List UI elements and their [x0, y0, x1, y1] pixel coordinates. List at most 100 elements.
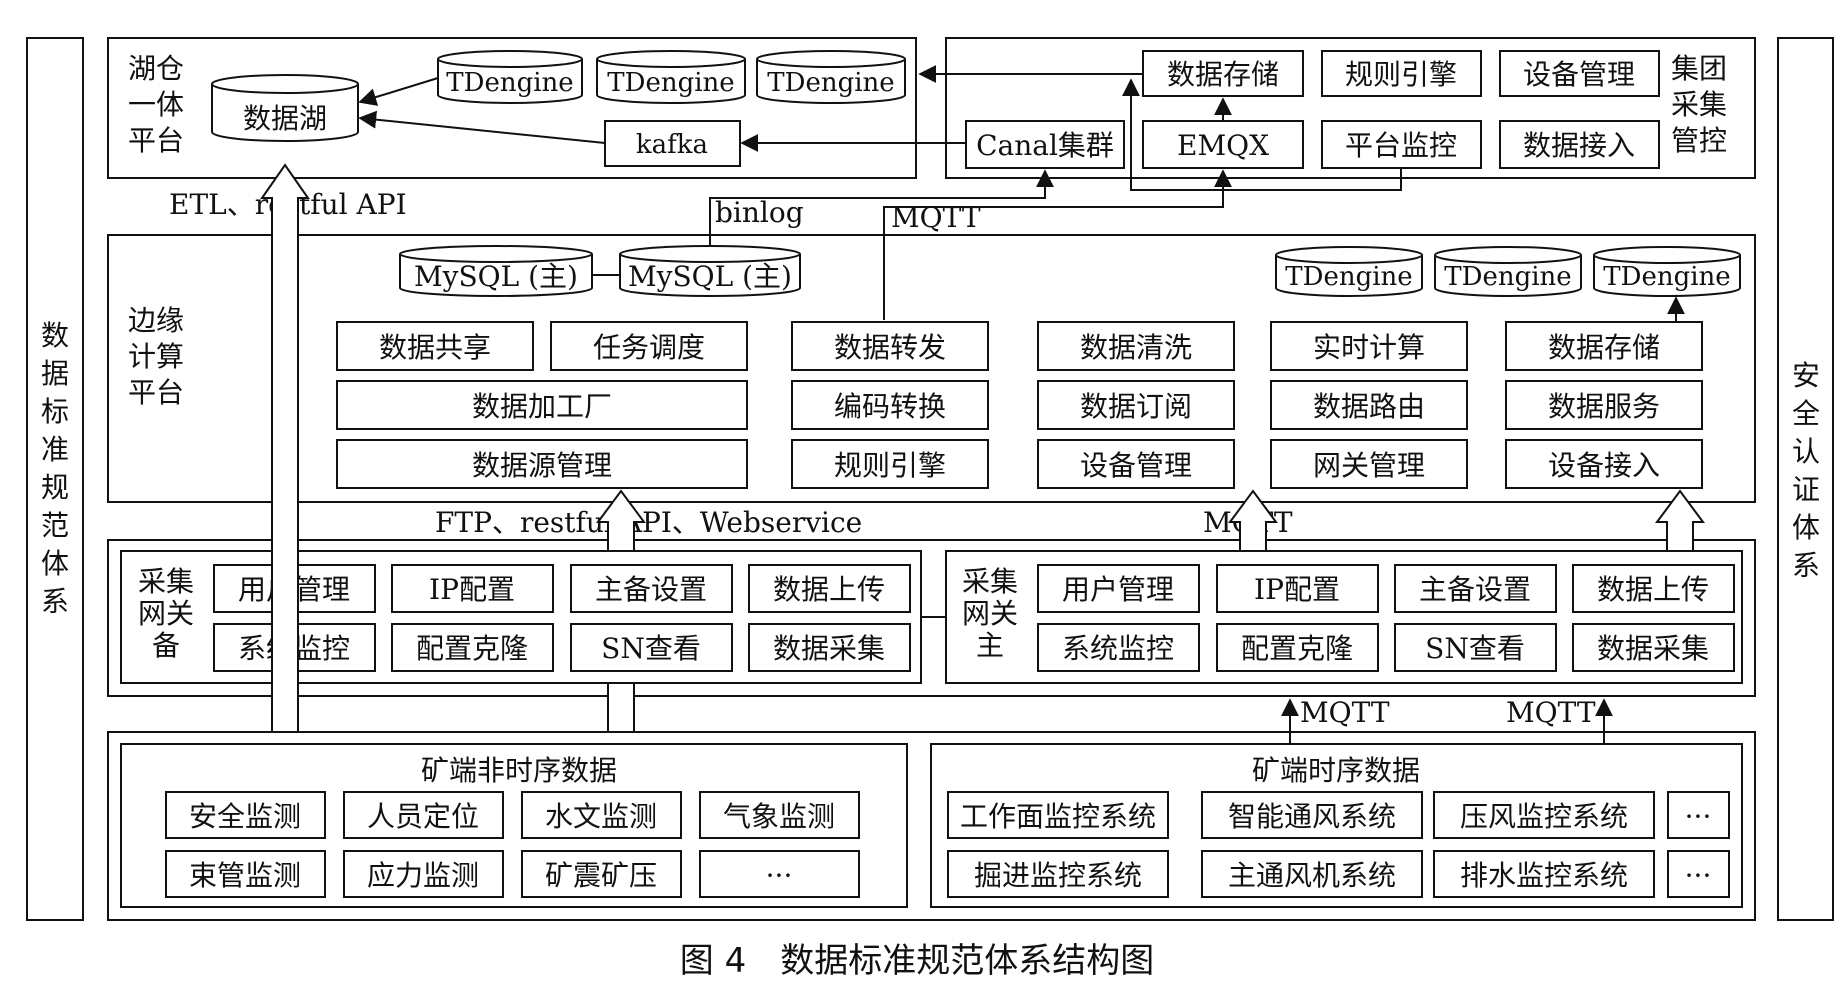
svg-text:数据存储: 数据存储 [1548, 331, 1660, 364]
figure-caption: 图 4 数据标准规范体系结构图 [680, 941, 1154, 981]
svg-text:设备接入: 设备接入 [1548, 449, 1660, 482]
lakehouse-label: 湖仓一体平台 [128, 52, 184, 157]
standards-band-label: 数据标准规范体系 [41, 319, 69, 618]
group-storage-box [1142, 50, 1304, 97]
lakehouse-container [107, 37, 917, 179]
group-platform-container [945, 37, 1756, 179]
svg-text:TDengine: TDengine [607, 68, 734, 98]
group-platform-label: 集团采集管控 [1671, 52, 1727, 157]
svg-text:TDengine: TDengine [1603, 262, 1730, 292]
gateway-row-container [107, 539, 1756, 697]
gw-main-sys-monitor [1037, 623, 1200, 672]
svg-text:数据路由: 数据路由 [1313, 390, 1425, 423]
gw-backup-data-collect [748, 623, 911, 672]
svg-text:SN查看: SN查看 [601, 632, 701, 665]
edge-module-device-access [1505, 439, 1703, 489]
block-arrow-nonts-to-gateway [607, 682, 635, 733]
svg-text:数据订阅: 数据订阅 [1080, 390, 1192, 423]
svg-text:SN查看: SN查看 [1425, 632, 1525, 665]
svg-text:平台监控: 平台监控 [1345, 129, 1457, 162]
kafka-label: kafka [636, 130, 708, 160]
svg-text:数据上传: 数据上传 [1597, 573, 1709, 606]
edge-tdengine-3: TDengine [1593, 246, 1741, 297]
gw-backup-ha-setting [570, 564, 733, 613]
svg-text:用户管理: 用户管理 [1062, 573, 1174, 606]
arrow-tdengine-to-lake [358, 77, 439, 106]
svg-text:TDengine: TDengine [1444, 262, 1571, 292]
group-device-mgmt-box [1499, 50, 1660, 97]
gw-main-ha-setting [1394, 564, 1557, 613]
lakehouse-label-text: 湖仓一体平台 [128, 52, 184, 157]
svg-text:掘进监控系统: 掘进监控系统 [974, 859, 1142, 892]
non-ts-personnel [343, 791, 504, 839]
non-ts-safety [165, 791, 326, 839]
data-lake-label: 数据湖 [243, 102, 327, 135]
ts-tunneling [947, 850, 1169, 898]
edge-tdengine-2: TDengine [1434, 246, 1582, 297]
gateway-backup-label: 采集网关备 [138, 565, 194, 662]
edge-module-rule-engine [791, 439, 989, 489]
gw-main-config-clone [1216, 623, 1379, 672]
svg-text:设备管理: 设备管理 [1080, 449, 1192, 482]
arrow-kafka-to-lake [358, 110, 606, 144]
lakehouse-tdengine-3: TDengine [756, 50, 906, 104]
lakehouse-tdengine-2: TDengine [596, 50, 746, 104]
gw-main-sn-view [1394, 623, 1557, 672]
edge-module-device-mgmt [1037, 439, 1235, 489]
edge-module-data-forward [791, 321, 989, 371]
svg-text:主通风机系统: 主通风机系统 [1228, 859, 1396, 892]
ts-more-2 [1667, 850, 1730, 898]
lakehouse-tdengine-1: TDengine [437, 50, 583, 104]
edge-module-data-cleaning [1037, 321, 1235, 371]
edge-module-source-mgmt [336, 439, 748, 489]
edge-module-realtime-compute [1270, 321, 1468, 371]
gateway-main-label: 采集网关主 [962, 565, 1018, 662]
gw-backup-label-text: 采集网关备 [138, 565, 194, 662]
group-rule-engine-box [1321, 50, 1482, 97]
gw-main-user-mgmt [1037, 564, 1200, 613]
svg-text:安全监测: 安全监测 [189, 800, 301, 833]
gw-backup-ip-config [391, 564, 554, 613]
svg-text:实时计算: 实时计算 [1313, 331, 1425, 364]
block-arrow-to-data-lake [260, 163, 310, 733]
svg-text:···: ··· [1685, 800, 1712, 833]
kafka-box [604, 120, 741, 167]
svg-text:数据服务: 数据服务 [1548, 390, 1660, 423]
ts-drainage [1433, 850, 1655, 898]
gw-backup-data-upload [748, 564, 911, 613]
group-label-text: 集团采集管控 [1671, 52, 1727, 157]
svg-text:数据转发: 数据转发 [834, 331, 946, 364]
svg-text:智能通风系统: 智能通风系统 [1228, 800, 1396, 833]
security-band-label: 安全认证体系 [1792, 359, 1820, 582]
svg-text:应力监测: 应力监测 [367, 859, 479, 892]
svg-text:数据源管理: 数据源管理 [472, 449, 612, 482]
gw-main-data-collect [1572, 623, 1735, 672]
svg-text:主备设置: 主备设置 [1419, 573, 1531, 606]
gw-main-ip-config [1216, 564, 1379, 613]
svg-text:···: ··· [766, 859, 793, 892]
non-ts-weather [699, 791, 860, 839]
svg-text:Canal集群: Canal集群 [976, 129, 1114, 162]
edge-module-task-scheduling [550, 321, 748, 371]
non-ts-container [120, 743, 908, 908]
label-mqtt-bottom-right: MQTT [1506, 696, 1596, 729]
ts-more-1 [1667, 791, 1730, 839]
svg-text:设备管理: 设备管理 [1523, 58, 1635, 91]
edge-module-data-share [336, 321, 534, 371]
block-arrow-gateway-main-to-edge [1228, 489, 1278, 552]
data-access-box [1499, 120, 1660, 169]
svg-text:MySQL (主): MySQL (主) [628, 260, 792, 293]
svg-text:EMQX: EMQX [1177, 129, 1269, 162]
canal-cluster-box [965, 120, 1125, 169]
edge-platform-label: 边缘计算平台 [128, 304, 184, 409]
svg-text:配置克隆: 配置克隆 [1241, 632, 1353, 665]
svg-text:IP配置: IP配置 [1254, 573, 1340, 606]
non-ts-quake [521, 850, 682, 898]
svg-text:排水监控系统: 排水监控系统 [1460, 859, 1628, 892]
edge-module-subscribe [1037, 380, 1235, 430]
edge-module-routing [1270, 380, 1468, 430]
label-ftp: FTP、restful API、Webservice [435, 506, 862, 539]
mine-data-container [107, 731, 1756, 921]
svg-text:主备设置: 主备设置 [595, 573, 707, 606]
